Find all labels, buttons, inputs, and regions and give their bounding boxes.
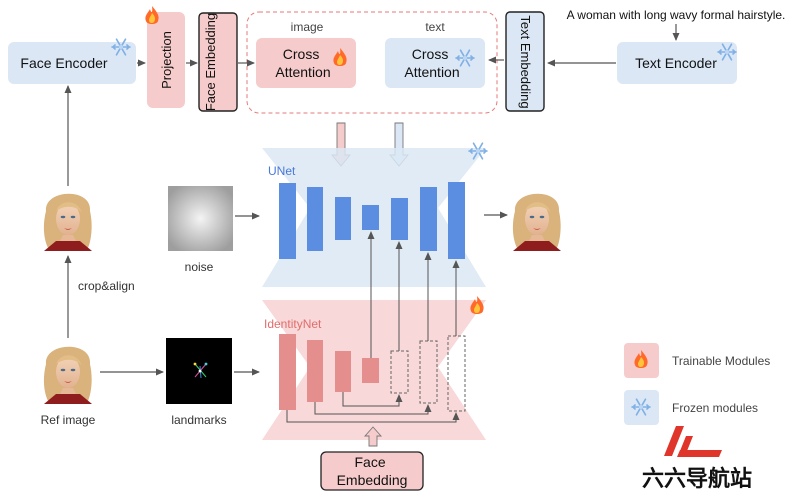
- input-connectors: [100, 211, 508, 376]
- residual-connectors: [286, 231, 460, 423]
- legend-trainable-label: Trainable Modules: [672, 354, 770, 368]
- cross-attention-text-line2: Attention: [404, 64, 459, 80]
- face-embedding-up-arrow: [363, 426, 383, 447]
- text-encoder-label: Text Encoder: [635, 55, 717, 71]
- face-embedding-bottom-box: Face Embedding: [320, 426, 424, 491]
- legend: Trainable Modules Frozen modules: [624, 343, 770, 425]
- cross-attention-image-box: Cross Attention: [256, 38, 356, 88]
- cross-attention-image-line2: Attention: [275, 64, 330, 80]
- crop-align-label: crop&align: [78, 279, 135, 293]
- watermark-text: 六六导航站: [642, 466, 752, 491]
- face-embedding-bottom-line2: Embedding: [337, 472, 408, 488]
- attention-group: image text Cross Attention Cross Attenti…: [246, 11, 498, 114]
- top-connectors: [64, 24, 680, 186]
- fire-icon: [470, 296, 484, 314]
- svg-text:Text Embedding: Text Embedding: [518, 15, 533, 108]
- text-label: text: [425, 20, 445, 34]
- landmarks-label: landmarks: [171, 413, 226, 427]
- text-embedding-box: Text Embedding: [505, 11, 545, 112]
- identitynet-label: IdentityNet: [264, 317, 322, 331]
- face-embedding-bottom-line1: Face: [354, 454, 385, 470]
- output-face-image: [512, 187, 561, 251]
- ref-image-label: Ref image: [41, 413, 96, 427]
- image-label: image: [291, 20, 324, 34]
- text-prompt: A woman with long wavy formal hairstyle.: [567, 8, 786, 22]
- identity-dashed-blocks: [390, 335, 466, 412]
- face-encoder-box: Face Encoder: [8, 38, 136, 84]
- cross-attention-text-line1: Cross: [412, 46, 449, 62]
- noise-label: noise: [185, 260, 214, 274]
- cross-attention-image-line1: Cross: [283, 46, 320, 62]
- identity-blocks: [279, 334, 379, 410]
- legend-frozen-label: Frozen modules: [672, 401, 758, 415]
- svg-text:Cross Attention: Cross Attention: [404, 46, 459, 80]
- identitynet: IdentityNet: [262, 296, 486, 440]
- face-encoder-label: Face Encoder: [20, 55, 107, 71]
- svg-text:Cross Attention: Cross Attention: [275, 46, 330, 80]
- projection-box: Projection: [145, 6, 185, 108]
- landmarks-image: [166, 338, 232, 404]
- svg-text:Face Embedding: Face Embedding: [337, 454, 408, 488]
- svg-text:Face Embedding: Face Embedding: [203, 13, 218, 111]
- face-embedding-top-box: Face Embedding: [198, 12, 238, 112]
- watermark-logo: [664, 426, 722, 457]
- text-embedding-label: Text Embedding: [518, 15, 533, 108]
- aligned-face-image: [43, 187, 92, 251]
- fire-icon: [145, 6, 159, 24]
- cross-attention-text-box: Cross Attention: [385, 38, 485, 88]
- projection-label: Projection: [159, 31, 174, 89]
- text-encoder-box: Text Encoder: [617, 42, 737, 84]
- unet-blocks: [279, 182, 465, 259]
- ref-face-image: [43, 340, 92, 404]
- unet-label: UNet: [268, 164, 296, 178]
- legend-frozen: Frozen modules: [624, 390, 758, 425]
- face-embedding-top-line1: Face Embedding: [203, 13, 218, 111]
- noise-image: [168, 186, 233, 251]
- unet: UNet: [262, 142, 488, 287]
- legend-trainable: Trainable Modules: [624, 343, 770, 378]
